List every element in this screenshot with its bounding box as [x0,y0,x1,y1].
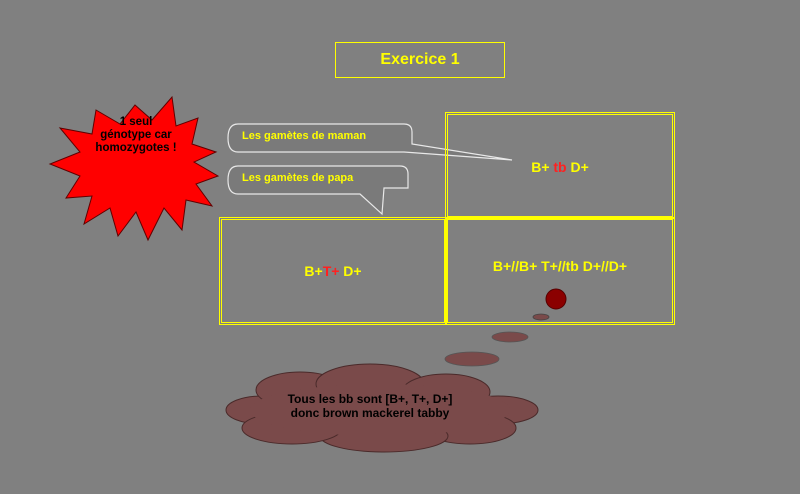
papa-allele-d: D+ [339,263,362,279]
cloud-text: Tous les bb sont [B+, T+, D+] donc brown… [240,392,500,420]
star-text: 1 seul génotype car homozygotes ! [88,116,184,155]
title-text: Exercice 1 [380,51,460,68]
title-box: Exercice 1 [335,42,505,78]
callout-maman-shape [227,123,513,161]
star-burst-shape [48,95,220,242]
maman-allele-b: B+ [531,158,554,175]
star-line-2: génotype car [100,129,172,141]
callout-papa-shape [227,165,409,216]
thought-bubble-2 [444,351,500,367]
star-line-1: 1 seul [119,116,153,128]
cloud-line-2: donc brown mackerel tabby [290,406,450,420]
maman-allele-d: D+ [566,158,589,175]
cell-offspring: B+//B+ T+//tb D+//D+ [445,217,675,325]
cell-maman-gamete: B+ tb D+ [445,112,675,219]
papa-allele-b: B+ [304,263,323,279]
maman-allele-tb: tb [553,158,567,175]
star-line-3: homozygotes ! [95,142,177,154]
thought-cloud-shape [225,363,539,453]
callout-papa-text: Les gamètes de papa [242,172,354,184]
offspring-genotype: B+//B+ T+//tb D+//D+ [492,258,628,274]
thought-bubble-1 [491,331,529,343]
cloud-line-1: Tous les bb sont [B+, T+, D+] [287,392,453,406]
callout-maman-text: Les gamètes de maman [242,130,367,142]
thought-dot-large [545,288,567,310]
thought-dot-small [532,313,550,321]
papa-allele-t: T+ [322,263,340,279]
cell-papa-gamete: B+T+ D+ [219,217,447,325]
